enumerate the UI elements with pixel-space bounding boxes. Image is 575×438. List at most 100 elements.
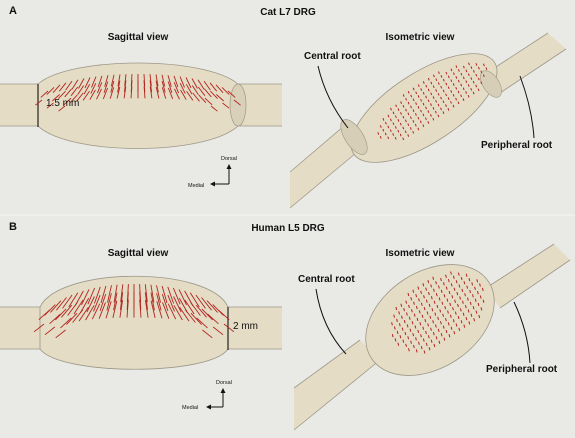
- fiber-mark: [435, 89, 438, 92]
- fiber-mark: [410, 94, 413, 98]
- fiber-mark: [472, 294, 474, 298]
- fiber-mark: [144, 299, 149, 318]
- fiber-mark: [430, 327, 432, 331]
- fiber-mark: [447, 108, 450, 111]
- fiber-mark: [150, 284, 155, 303]
- fiber-mark: [425, 330, 427, 335]
- fiber-mark: [420, 98, 422, 102]
- fiber-mark: [102, 87, 109, 100]
- fiber-mark: [52, 84, 61, 93]
- fiber-mark: [415, 113, 417, 116]
- fiber-mark: [452, 93, 455, 97]
- panel-b-title: Human L5 DRG: [251, 223, 325, 234]
- fiber-mark: [402, 115, 405, 119]
- fiber-mark: [396, 330, 399, 335]
- fiber-mark: [184, 299, 195, 315]
- fiber-mark: [472, 91, 475, 95]
- arrow-up-icon: [220, 388, 226, 393]
- fiber-mark: [78, 307, 89, 322]
- fiber-mark: [179, 76, 185, 88]
- fiber-mark: [435, 99, 437, 103]
- fiber-mark: [411, 321, 414, 325]
- fiber-mark: [119, 299, 124, 318]
- fiber-mark: [460, 94, 462, 98]
- fiber-mark: [422, 124, 425, 128]
- fiber-mark: [419, 120, 422, 124]
- fiber-mark: [440, 277, 442, 282]
- fiber-mark: [197, 79, 205, 90]
- fiber-mark: [438, 285, 440, 289]
- fiber-mark: [477, 88, 480, 92]
- fiber-mark: [462, 76, 465, 80]
- fiber-mark: [453, 72, 455, 76]
- fiber-mark: [107, 285, 112, 303]
- panel-a-figure: A Cat L7 DRG Sagittal view Isometric vie…: [0, 5, 567, 209]
- fiber-mark: [40, 90, 49, 98]
- fiber-mark: [410, 340, 412, 344]
- fiber-mark: [185, 83, 193, 95]
- fiber-mark: [96, 88, 102, 100]
- fiber-mark: [450, 326, 453, 330]
- fiber-mark: [467, 297, 469, 301]
- panel-a-isometric-fibers: [377, 62, 488, 141]
- fiber-mark: [403, 307, 405, 312]
- fiber-mark: [33, 323, 45, 333]
- fiber-mark: [91, 303, 101, 320]
- fiber-mark: [425, 106, 427, 110]
- fiber-mark: [407, 292, 410, 297]
- fiber-mark: [420, 109, 422, 113]
- fiber-mark: [173, 75, 179, 88]
- fiber-mark: [450, 90, 453, 93]
- fiber-mark: [437, 316, 439, 321]
- fiber-mark: [116, 86, 121, 99]
- fiber-mark: [473, 318, 476, 322]
- fiber-mark: [98, 302, 106, 319]
- fiber-mark: [58, 105, 66, 112]
- fiber-mark: [405, 300, 408, 304]
- fiber-mark: [417, 95, 420, 98]
- fiber-mark: [221, 87, 230, 95]
- fiber-mark: [184, 309, 196, 323]
- fiber-mark: [474, 298, 477, 302]
- panel-a-sagittal-fibers: [35, 74, 241, 112]
- fiber-mark: [106, 293, 112, 311]
- fiber-mark: [461, 288, 464, 293]
- fiber-mark: [82, 91, 90, 101]
- fiber-mark: [130, 86, 133, 99]
- fiber-mark: [473, 70, 475, 73]
- panel-a-peripheral-root-pointer: [519, 75, 535, 139]
- fiber-mark: [202, 329, 213, 339]
- fiber-mark: [425, 95, 427, 99]
- fiber-mark: [179, 83, 186, 94]
- fiber-mark: [403, 319, 406, 324]
- fiber-mark: [190, 312, 202, 325]
- fiber-mark: [44, 326, 56, 336]
- fiber-mark: [414, 325, 417, 329]
- fiber-mark: [463, 324, 466, 328]
- fiber-mark: [117, 80, 121, 93]
- fiber-mark: [392, 133, 395, 136]
- fiber-mark: [72, 309, 84, 323]
- fiber-mark: [452, 104, 455, 108]
- fiber-mark: [186, 91, 194, 101]
- fiber-mark: [457, 90, 460, 94]
- fiber-mark: [395, 115, 397, 119]
- arrow-left-icon: [210, 181, 215, 187]
- fiber-mark: [215, 84, 224, 93]
- fiber-mark: [444, 305, 447, 310]
- fiber-mark: [402, 94, 405, 97]
- fiber-mark: [402, 339, 405, 343]
- fiber-mark: [90, 83, 97, 94]
- fiber-mark: [464, 293, 466, 297]
- fiber-mark: [207, 313, 219, 325]
- fiber-mark: [161, 285, 168, 304]
- fiber-mark: [96, 82, 103, 94]
- fiber-mark: [479, 295, 482, 299]
- fiber-mark: [405, 343, 407, 348]
- fiber-mark: [465, 91, 467, 94]
- fiber-mark: [191, 85, 199, 96]
- fiber-mark: [67, 302, 78, 316]
- fiber-mark: [390, 107, 392, 111]
- fiber-mark: [446, 298, 449, 302]
- fiber-mark: [161, 293, 169, 312]
